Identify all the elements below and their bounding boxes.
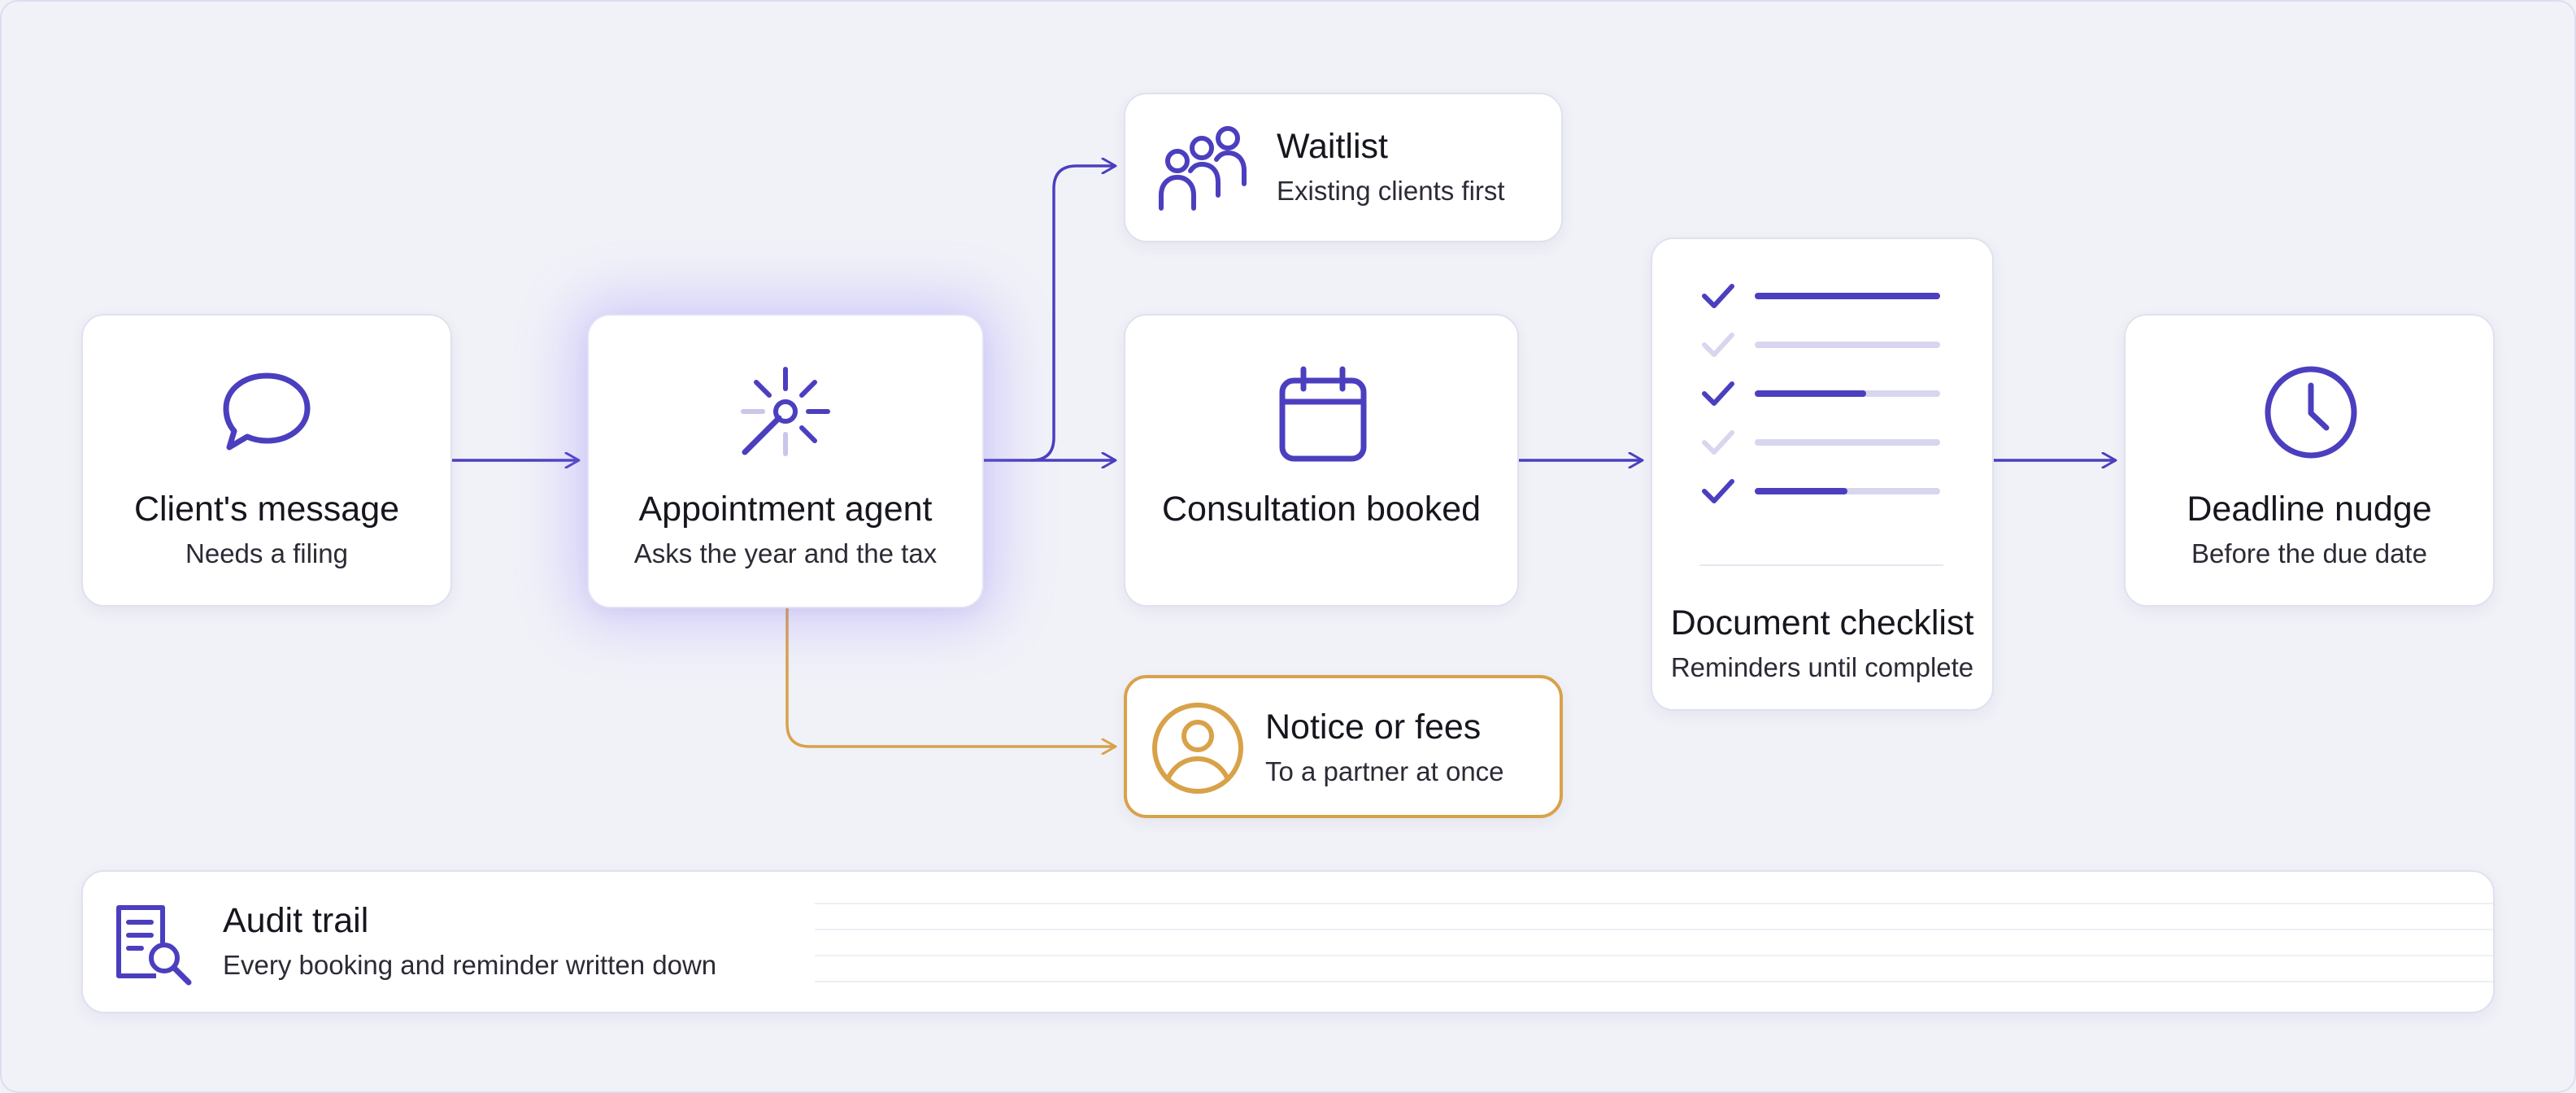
document-search-icon [116,905,192,986]
checkmark-icon [1702,479,1734,503]
node-title: Appointment agent [638,490,933,529]
audit-rule [815,955,2493,956]
node-appointment-agent[interactable]: Appointment agent Asks the year and the … [587,314,984,608]
audit-rule [815,903,2493,904]
node-title: Document checklist [1670,603,1974,642]
node-subtitle: Existing clients first [1277,176,1505,206]
checklist-line [1755,342,1940,348]
checklist-line [1755,439,1940,446]
node-notice-or-fees[interactable]: Notice or fees To a partner at once [1124,675,1563,818]
audit-trail-bar[interactable]: Audit trail Every booking and reminder w… [81,870,2495,1013]
checklist-line-fill [1755,488,1847,494]
arrow-agent-to-waitlist [1030,166,1116,462]
checklist-divider [1699,564,1943,566]
node-title: Notice or fees [1265,708,1482,747]
node-consultation-booked[interactable]: Consultation booked [1124,314,1519,607]
clock-icon [2265,366,2357,459]
checklist-line-fill [1755,390,1866,397]
node-title: Waitlist [1277,127,1388,166]
calendar-icon [1279,366,1367,462]
checkmark-icon [1702,381,1734,406]
node-title: Deadline nudge [2187,490,2432,529]
checklist-line-fill [1755,293,1940,299]
node-title: Client's message [133,490,400,529]
node-title: Consultation booked [1161,490,1482,529]
people-group-icon [1159,126,1247,211]
node-waitlist[interactable]: Waitlist Existing clients first [1124,93,1563,242]
node-subtitle: Reminders until complete [1670,652,1974,682]
node-subtitle: Before the due date [2191,538,2427,568]
node-document-checklist[interactable]: Document checklist Reminders until compl… [1651,237,1994,711]
audit-subtitle: Every booking and reminder written down [223,950,717,980]
audit-rule [815,929,2493,930]
user-circle-icon [1152,703,1243,794]
node-subtitle: Asks the year and the tax [633,538,938,568]
audit-rule [815,981,2493,982]
node-deadline-nudge[interactable]: Deadline nudge Before the due date [2124,314,2495,607]
node-subtitle: Needs a filing [185,538,348,568]
audit-title: Audit trail [223,901,369,940]
checklist-line [1755,488,1940,494]
checkmark-icon [1702,333,1734,357]
node-subtitle: To a partner at once [1265,756,1504,786]
magic-wand-icon [741,367,830,456]
node-client-message[interactable]: Client's message Needs a filing [81,314,452,607]
chat-bubble-icon [223,372,311,451]
checkmark-icon [1702,284,1734,308]
checkmark-icon [1702,430,1734,455]
arrow-agent-to-notice [785,608,1116,747]
